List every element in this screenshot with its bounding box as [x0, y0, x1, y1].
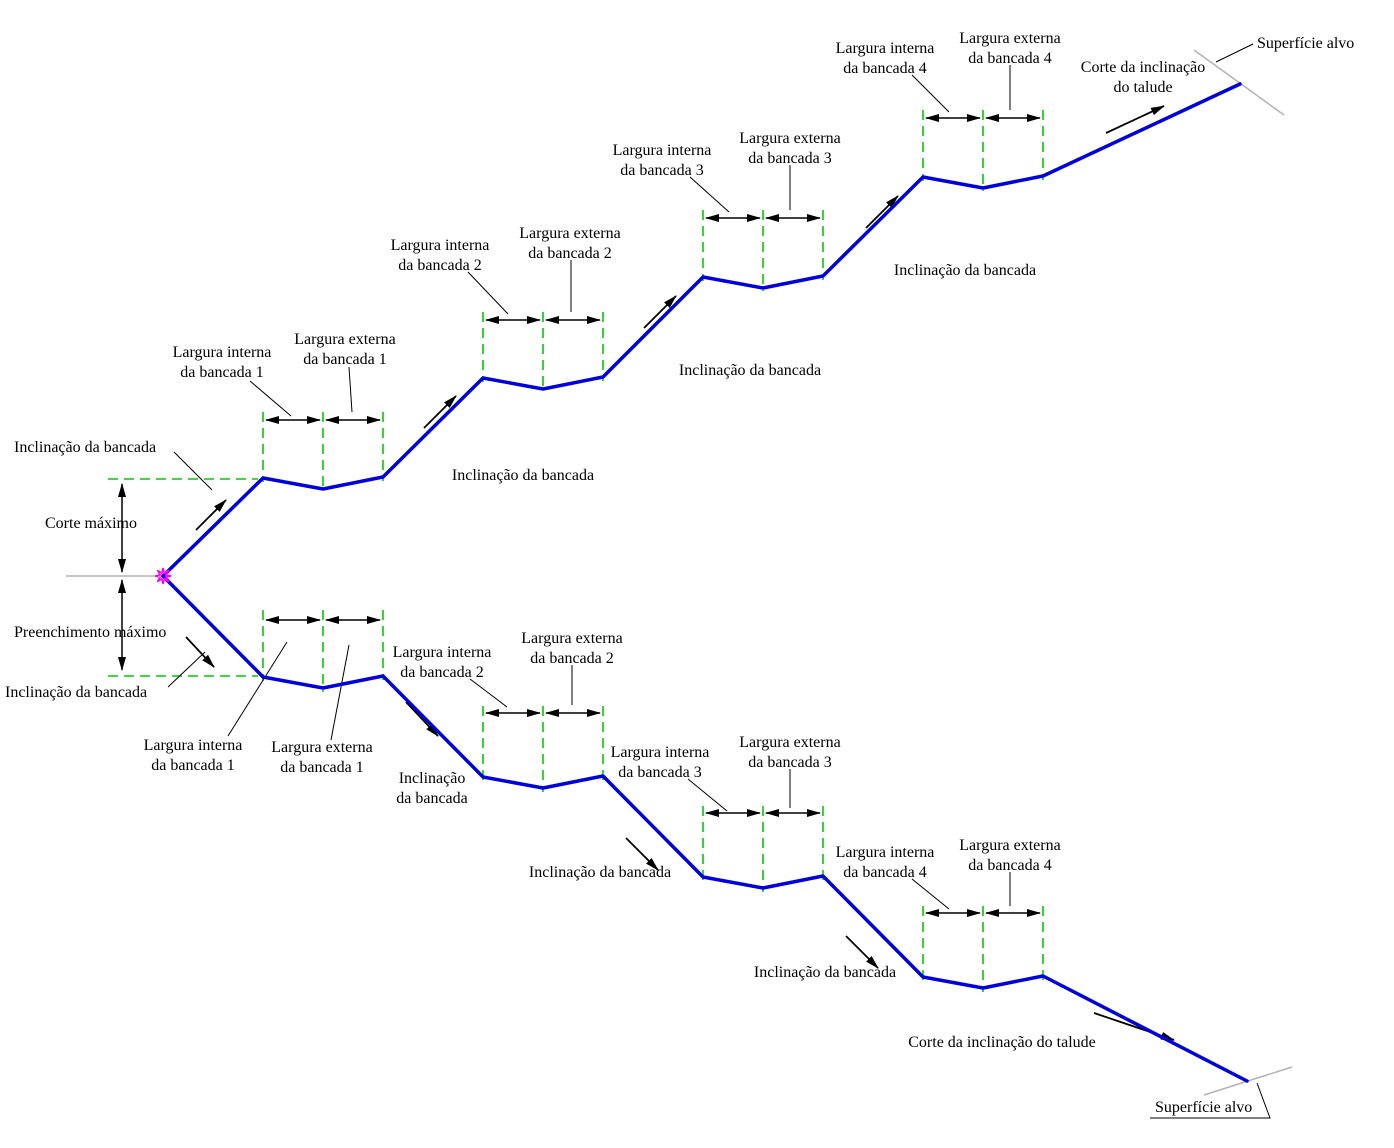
label-largura-interna-bancada-3-bottom: Largura interna: [611, 744, 710, 761]
label-largura-externa-bancada-4-top: Largura externa: [959, 30, 1060, 47]
label-bancada-2-top-i: da bancada 2: [398, 257, 482, 274]
label-largura-interna-bancada-1-top: Largura interna: [173, 344, 272, 361]
width-dimension-arrows: [118, 114, 1041, 917]
label-bancada-3-bottom-e: da bancada 3: [748, 754, 832, 771]
label-largura-interna-bancada-4-top: Largura interna: [836, 40, 935, 57]
labels: Largura interna da bancada 1 Largura ext…: [5, 30, 1354, 1116]
label-bancada-4-bottom-i: da bancada 4: [843, 864, 927, 881]
label-inclinacao-bottom-2: Inclinação da bancada: [529, 864, 671, 881]
label-bancada-1-bottom-i: da bancada 1: [151, 757, 235, 774]
origin-marker: [154, 567, 172, 585]
label-preenchimento-maximo: Preenchimento máximo: [14, 624, 166, 641]
label-leader-lines: [167, 43, 1271, 1119]
label-bancada-3-top-e: da bancada 3: [748, 150, 832, 167]
superficie-alvo-bottom-leader: [1150, 1082, 1271, 1119]
label-inclinacao-bottom-3: Inclinação da bancada: [754, 964, 896, 981]
label-largura-externa-bancada-3-bottom: Largura externa: [739, 734, 840, 751]
fill-profile-line: [161, 574, 1249, 1083]
label-inclinacao-top-left: Inclinação da bancada: [14, 439, 156, 456]
label-bancada-2-bottom-e: da bancada 2: [530, 650, 614, 667]
label-inclinacao-top-1: Inclinação da bancada: [452, 467, 594, 484]
label-largura-interna-bancada-3-top: Largura interna: [613, 142, 712, 159]
label-bancada-1-top-e: da bancada 1: [303, 351, 387, 368]
label-bancada-4-top-i: da bancada 4: [843, 60, 927, 77]
label-largura-interna-bancada-4-bottom: Largura interna: [836, 844, 935, 861]
label-largura-interna-bancada-2-top: Largura interna: [391, 237, 490, 254]
label-corte-maximo: Corte máximo: [45, 515, 137, 532]
label-inclinacao-bottom-left: Inclinação da bancada: [5, 684, 147, 701]
label-largura-externa-bancada-2-bottom: Largura externa: [521, 630, 622, 647]
label-largura-externa-bancada-1-bottom: Largura externa: [271, 739, 372, 756]
slope-direction-arrows: [185, 105, 1175, 1041]
label-largura-externa-bancada-3-top: Largura externa: [739, 130, 840, 147]
label-bancada-3-top-i: da bancada 3: [620, 162, 704, 179]
label-largura-externa-bancada-1-top: Largura externa: [294, 331, 395, 348]
label-bancada-4-top-e: da bancada 4: [968, 50, 1052, 67]
label-largura-interna-bancada-2-bottom: Largura interna: [393, 644, 492, 661]
label-largura-interna-bancada-1-bottom: Largura interna: [144, 737, 243, 754]
label-inclinacao-top-2: Inclinação da bancada: [679, 362, 821, 379]
label-inclinacao-bottom-1-l2: da bancada: [396, 790, 468, 807]
label-bancada-2-bottom-i: da bancada 2: [400, 664, 484, 681]
label-corte-inclinacao-bottom: Corte da inclinação do talude: [908, 1034, 1095, 1051]
label-corte-inclinacao-top-l1: Corte da inclinação: [1081, 59, 1205, 76]
label-inclinacao-bottom-1-l1: Inclinação: [399, 770, 466, 787]
cut-profile-line: [161, 82, 1242, 578]
label-inclinacao-top-3: Inclinação da bancada: [894, 262, 1036, 279]
label-bancada-2-top-e: da bancada 2: [528, 245, 612, 262]
label-bancada-1-top-i: da bancada 1: [180, 364, 264, 381]
label-corte-inclinacao-top-l2: do talude: [1113, 79, 1172, 96]
target-surface-lines: [66, 49, 1293, 1096]
label-largura-externa-bancada-4-bottom: Largura externa: [959, 837, 1060, 854]
bench-guide-lines: [108, 110, 1044, 992]
label-bancada-4-bottom-e: da bancada 4: [968, 857, 1052, 874]
label-bancada-1-bottom-e: da bancada 1: [280, 759, 364, 776]
label-superficie-alvo-bottom: Superfície alvo: [1155, 1099, 1252, 1116]
label-largura-externa-bancada-2-top: Largura externa: [519, 225, 620, 242]
label-superficie-alvo-top: Superfície alvo: [1257, 35, 1354, 52]
target-surface-top-line: [1193, 49, 1285, 116]
label-bancada-3-bottom-i: da bancada 3: [618, 764, 702, 781]
